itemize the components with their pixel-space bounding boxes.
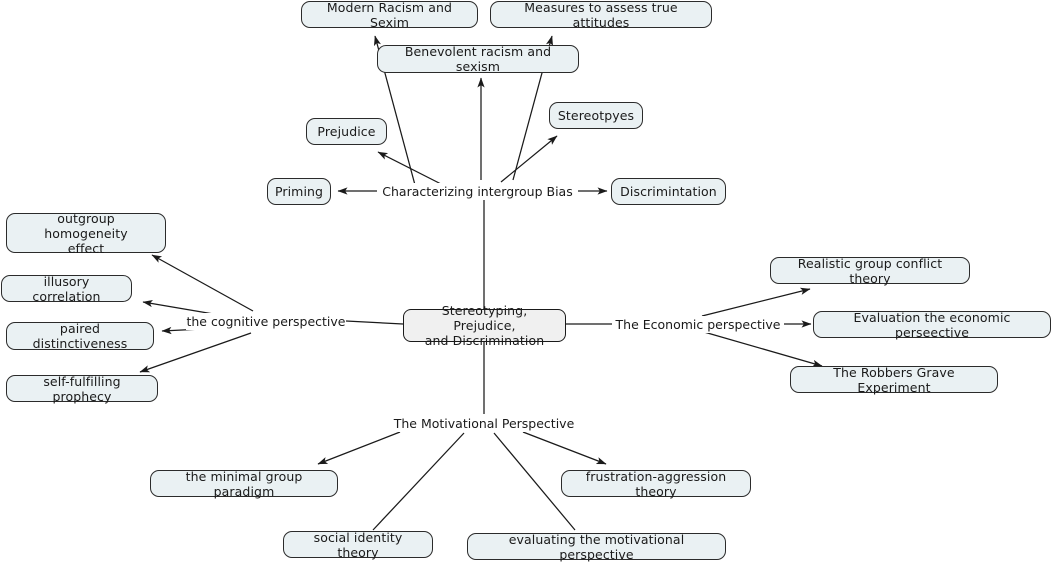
- edge-cognitive-to-outgroup-homogeneity: [151, 254, 254, 312]
- node-modern-racism-and-sexim[interactable]: Modern Racism and Sexim: [301, 0, 478, 30]
- node-evaluating-the-motivational-perspective[interactable]: evaluating the motivational perspective: [467, 532, 726, 562]
- node-paired-distinctiveness[interactable]: paired distinctiveness: [6, 321, 154, 351]
- edge-motivational-to-minimal-group-paradigm: [317, 431, 401, 465]
- branch-label-motivational-perspective[interactable]: The Motivational Perspective: [390, 415, 578, 432]
- node-social-identity-theory[interactable]: social identity theory: [283, 530, 433, 560]
- node-benevolent-racism-and-sexism[interactable]: Benevolent racism and sexism: [377, 44, 579, 74]
- edge-central-to-cognitive: [345, 320, 404, 325]
- branch-label-cognitive-perspective[interactable]: the cognitive perspective: [186, 313, 346, 330]
- node-priming[interactable]: Priming: [267, 178, 331, 205]
- node-discrimintation[interactable]: Discrimintation: [611, 178, 726, 205]
- edge-characterizing-to-prejudice: [377, 151, 444, 186]
- edge-characterizing-to-stereotpyes: [500, 135, 558, 183]
- branch-label-characterizing-intergroup-bias[interactable]: Characterizing intergroup Bias: [377, 183, 578, 200]
- edge-economic-to-robbers-grave: [703, 331, 823, 367]
- node-outgroup-homogeneity-effect[interactable]: outgroup homogeneity effect: [6, 211, 166, 256]
- node-self-fulfilling-prophecy[interactable]: self-fulfilling prophecy: [6, 374, 158, 404]
- node-prejudice[interactable]: Prejudice: [306, 118, 387, 145]
- node-stereotpyes[interactable]: Stereotpyes: [549, 102, 643, 129]
- node-the-robbers-grave-experiment[interactable]: The Robbers Grave Experiment: [790, 365, 998, 395]
- branch-label-economic-perspective[interactable]: The Economic perspective: [612, 316, 784, 333]
- node-illusory-correlation[interactable]: illusory correlation: [1, 274, 132, 304]
- node-frustration-aggression-theory[interactable]: frustration-aggression theory: [561, 469, 751, 499]
- node-central-topic[interactable]: Stereotyping, Prejudice, and Discriminat…: [403, 303, 566, 348]
- node-measures-to-assess-true-attitudes[interactable]: Measures to assess true attitudes: [490, 0, 712, 30]
- edge-cognitive-to-self-fulfilling-prophecy: [139, 332, 252, 373]
- node-the-minimal-group-paradigm[interactable]: the minimal group paradigm: [150, 469, 338, 499]
- edge-motivational-to-social-identity: [372, 432, 465, 531]
- edge-economic-to-realistic-group-conflict: [701, 287, 811, 317]
- node-evaluation-the-economic-perseective[interactable]: Evaluation the economic perseective: [813, 310, 1051, 340]
- node-realistic-group-conflict-theory[interactable]: Realistic group conflict theory: [770, 256, 970, 286]
- edge-motivational-to-frustration-aggression: [522, 431, 607, 465]
